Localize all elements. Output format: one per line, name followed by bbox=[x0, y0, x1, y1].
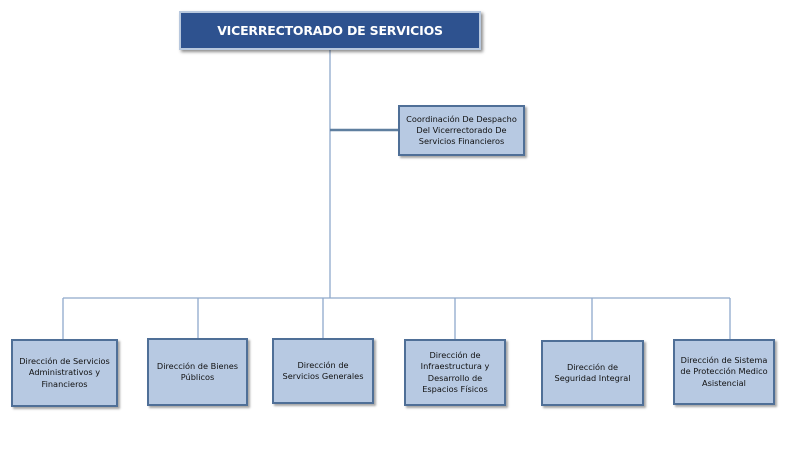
unit-node-label: Dirección de Sistema de Protección Medic… bbox=[680, 355, 768, 388]
unit-node-administrativos: Dirección de Servicios Administrativos y… bbox=[11, 339, 118, 407]
unit-node-servicios-generales: Dirección de Servicios Generales bbox=[272, 338, 374, 404]
advisory-node: Coordinación De Despacho Del Vicerrector… bbox=[398, 105, 525, 156]
unit-node-seguridad-integral: Dirección de Seguridad Integral bbox=[541, 340, 644, 406]
unit-node-label: Dirección de Bienes Públicos bbox=[156, 360, 239, 382]
unit-node-proteccion-medico: Dirección de Sistema de Protección Medic… bbox=[673, 339, 775, 405]
advisory-node-label: Coordinación De Despacho Del Vicerrector… bbox=[406, 113, 517, 147]
unit-node-bienes-publicos: Dirección de Bienes Públicos bbox=[147, 338, 248, 406]
root-node-label: VICERRECTORADO DE SERVICIOS bbox=[217, 22, 443, 38]
root-node: VICERRECTORADO DE SERVICIOS bbox=[179, 11, 481, 50]
unit-node-label: Dirección de Servicios Generales bbox=[282, 359, 364, 381]
unit-node-label: Dirección de Seguridad Integral bbox=[554, 361, 631, 383]
unit-node-label: Dirección de Servicios Administrativos y… bbox=[19, 356, 110, 389]
unit-node-infraestructura: Dirección de Infraestructura y Desarroll… bbox=[404, 339, 506, 406]
unit-node-label: Dirección de Infraestructura y Desarroll… bbox=[420, 349, 490, 394]
